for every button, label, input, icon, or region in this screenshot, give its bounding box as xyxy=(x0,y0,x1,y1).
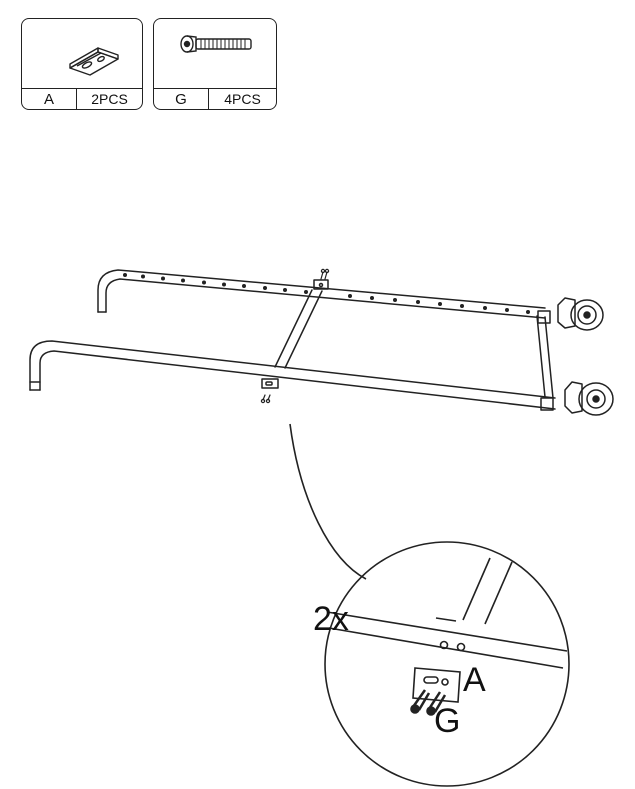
bracket-plate-icon xyxy=(22,19,142,89)
bolt-icon xyxy=(154,19,276,89)
caster-wheel-front xyxy=(540,381,614,416)
part-code: G xyxy=(154,89,209,109)
back-rail xyxy=(97,269,546,319)
front-rail xyxy=(29,340,556,410)
joint-plate-bottom xyxy=(261,378,279,389)
part-card-g: G 4PCS xyxy=(153,18,277,110)
part-card-a: A 2PCS xyxy=(21,18,143,110)
part-code: A xyxy=(22,89,77,109)
detail-callout xyxy=(289,423,570,787)
rail-holes xyxy=(123,273,530,314)
quantity-multiplier: 2x xyxy=(313,600,349,638)
caster-wheel-back xyxy=(537,297,604,331)
cross-bar-end xyxy=(536,315,554,399)
part-quantity: 4PCS xyxy=(224,91,261,107)
joint-plate-top xyxy=(313,279,329,290)
part-quantity: 2PCS xyxy=(91,91,128,107)
label-part-g: G xyxy=(434,702,461,740)
bolt-pair-bottom xyxy=(260,394,271,404)
cross-bar-middle xyxy=(274,289,323,369)
label-part-a: A xyxy=(463,661,486,699)
bolt-pair-top xyxy=(320,268,330,280)
